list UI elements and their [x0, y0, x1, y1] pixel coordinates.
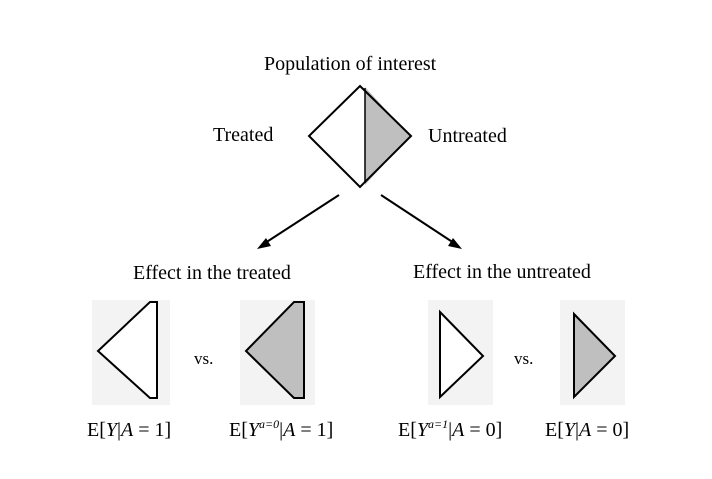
untreated-half-shape	[573, 311, 617, 400]
diagram-title: Population of interest	[264, 53, 437, 75]
arrow-left	[257, 194, 340, 249]
formula-treated-observed: E[Y|A = 1]	[87, 419, 172, 441]
formula-treated-counterfactual: E[Ya=0|A = 1]	[229, 417, 334, 441]
effect-in-untreated-title: Effect in the untreated	[413, 261, 591, 283]
untreated-counterfactual-shape	[439, 309, 485, 400]
vs-label-right: vs.	[514, 349, 534, 368]
formula-untreated-counterfactual: E[Ya=1|A = 0]	[398, 417, 503, 441]
formula-untreated-observed: E[Y|A = 0]	[545, 419, 630, 441]
vs-label-left: vs.	[194, 349, 214, 368]
population-diamond	[307, 84, 413, 189]
effect-in-treated-title: Effect in the treated	[133, 262, 291, 284]
untreated-label: Untreated	[428, 125, 507, 147]
arrow-right	[380, 194, 462, 249]
treated-label: Treated	[213, 124, 274, 146]
treated-half-shape	[96, 301, 158, 399]
diamond-shaded-half	[365, 87, 410, 185]
treated-counterfactual-shape	[244, 301, 305, 399]
diamond-outline	[307, 84, 413, 189]
